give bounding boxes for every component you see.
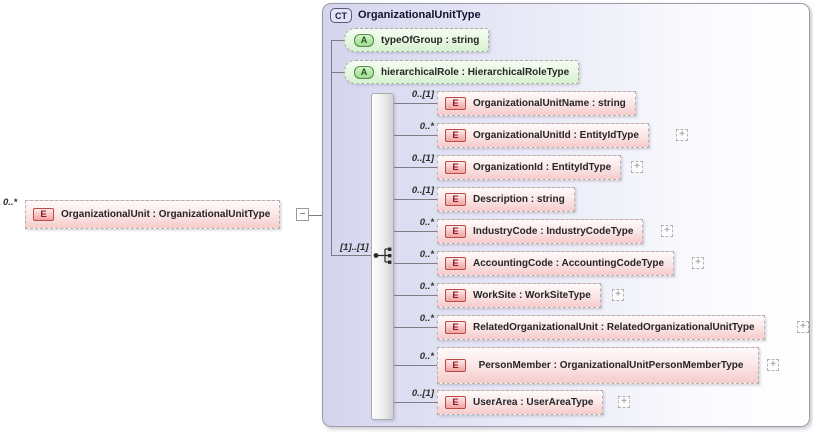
complex-type-title: OrganizationalUnitType (358, 9, 481, 21)
connector (309, 215, 332, 216)
element-node-relatedorganizationalunit[interactable]: E RelatedOrganizationalUnit : RelatedOrg… (437, 315, 765, 340)
sequence-cardinality: [1]..[1] (340, 242, 369, 253)
cardinality-label: 0..[1] (411, 185, 434, 196)
expand-handle[interactable]: + (676, 129, 688, 141)
complex-type-icon: CT (330, 8, 352, 23)
cardinality-label: 0..* (419, 249, 434, 260)
connector (394, 365, 437, 366)
element-node-personmember[interactable]: E PersonMember : OrganizationalUnitPerso… (437, 347, 759, 384)
element-node-description[interactable]: E Description : string (437, 187, 575, 212)
element-node-worksite[interactable]: E WorkSite : WorkSiteType (437, 283, 601, 308)
attribute-icon: A (354, 65, 374, 79)
element-icon: E (445, 257, 466, 270)
element-node-organizationalunitid[interactable]: E OrganizationalUnitId : EntityIdType (437, 123, 649, 148)
connector (394, 295, 437, 296)
element-icon: E (445, 396, 466, 409)
collapse-handle[interactable]: − (296, 208, 309, 221)
cardinality-label: 0..* (419, 121, 434, 132)
element-node-userarea[interactable]: E UserArea : UserAreaType (437, 390, 604, 415)
connector (394, 263, 437, 264)
element-node-accountingcode[interactable]: E AccountingCode : AccountingCodeType (437, 251, 675, 276)
connector (394, 103, 437, 104)
cardinality-label: 0..* (419, 217, 434, 228)
element-node-industrycode[interactable]: E IndustryCode : IndustryCodeType (437, 219, 644, 244)
attribute-icon: A (354, 33, 374, 47)
cardinality-label: 0..* (419, 313, 434, 324)
root-element-node[interactable]: E OrganizationalUnit : OrganizationalUni… (25, 200, 281, 229)
element-icon: E (33, 208, 54, 221)
expand-handle[interactable]: + (797, 321, 809, 333)
root-element-label: OrganizationalUnit : OrganizationalUnitT… (61, 209, 271, 220)
element-icon: E (445, 321, 466, 334)
connector (394, 327, 437, 328)
element-icon: E (445, 161, 466, 174)
cardinality-label: 0..* (419, 351, 434, 362)
element-icon: E (445, 97, 466, 110)
expand-handle[interactable]: + (612, 289, 624, 301)
connector (394, 231, 437, 232)
root-cardinality: 0..* (3, 197, 18, 208)
connector (331, 40, 344, 41)
connector (331, 72, 344, 73)
cardinality-label: 0..[1] (411, 89, 434, 100)
expand-handle[interactable]: + (692, 257, 704, 269)
element-node-organizationid[interactable]: E OrganizationId : EntityIdType (437, 155, 622, 180)
element-icon: E (445, 129, 466, 142)
expand-handle[interactable]: + (661, 225, 673, 237)
connector (331, 255, 371, 256)
element-node-organizationalunitname[interactable]: E OrganizationalUnitName : string (437, 91, 636, 116)
connector (394, 135, 437, 136)
attribute-node-typeofgroup[interactable]: A typeOfGroup : string (344, 28, 490, 52)
connector (394, 167, 437, 168)
connector-trunk (331, 40, 332, 255)
element-icon: E (445, 193, 466, 206)
element-icon: E (445, 359, 466, 372)
connector (394, 402, 437, 403)
element-icon: E (445, 289, 466, 302)
connector (394, 199, 437, 200)
sequence-icon[interactable] (372, 246, 396, 265)
expand-handle[interactable]: + (618, 396, 630, 408)
cardinality-label: 0..[1] (411, 153, 434, 164)
element-icon: E (445, 225, 466, 238)
expand-handle[interactable]: + (767, 359, 779, 371)
sequence-bar[interactable] (371, 93, 394, 420)
attribute-node-hierarchicalrole[interactable]: A hierarchicalRole : HierarchicalRoleTyp… (344, 60, 580, 84)
expand-handle[interactable]: + (631, 161, 643, 173)
cardinality-label: 0..[1] (411, 388, 434, 399)
cardinality-label: 0..* (419, 281, 434, 292)
